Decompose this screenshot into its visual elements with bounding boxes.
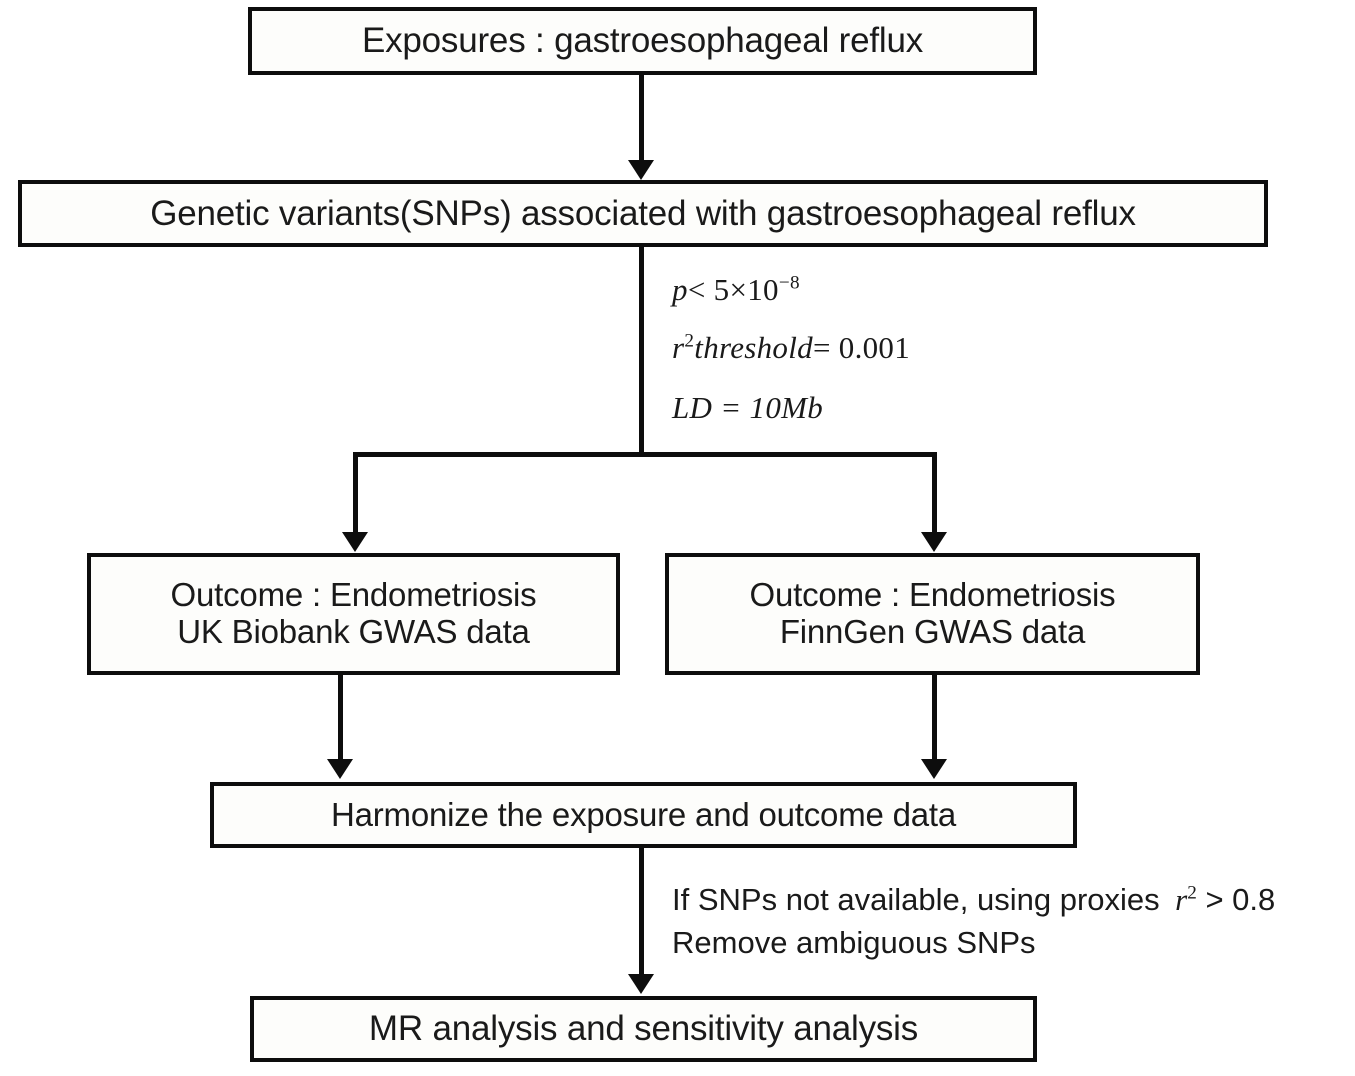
connector-harmonize-to-mr-arrowhead xyxy=(628,974,654,994)
connector-split-right-arrowhead xyxy=(921,532,947,552)
node-exposure-label: Exposures : gastroesophageal reflux xyxy=(361,21,924,61)
annotation-ld-text: LD = 10Mb xyxy=(672,390,824,425)
node-genetic-variants: Genetic variants(SNPs) associated with g… xyxy=(18,180,1268,247)
annotation-p-threshold: p< 5×10−8 xyxy=(672,272,800,308)
node-outcome-uk-biobank-line1: Outcome : Endometriosis xyxy=(170,576,537,614)
node-genetic-variants-label: Genetic variants(SNPs) associated with g… xyxy=(150,193,1136,233)
connector-split-left-line xyxy=(353,452,358,537)
node-outcome-finngen-line2: FinnGen GWAS data xyxy=(779,613,1086,650)
annotation-remove-ambiguous-text: Remove ambiguous SNPs xyxy=(672,925,1036,960)
annotation-remove-ambiguous: Remove ambiguous SNPs xyxy=(672,925,1036,961)
connector-split-right-line xyxy=(932,452,937,537)
annotation-proxies-text: If SNPs not available, using proxies xyxy=(672,882,1160,917)
connector-ukb-to-harmonize-arrowhead xyxy=(327,759,353,779)
annotation-proxies-var: r xyxy=(1175,882,1188,917)
annotation-proxies: If SNPs not available, using proxies r2 … xyxy=(672,882,1275,918)
connector-finngen-to-harmonize-arrowhead xyxy=(921,759,947,779)
connector-split-left-arrowhead xyxy=(342,532,368,552)
node-outcome-uk-biobank-line2: UK Biobank GWAS data xyxy=(177,613,530,650)
connector-exposure-to-snps-line xyxy=(639,75,644,163)
connector-ukb-to-harmonize-line xyxy=(338,675,343,762)
node-harmonize: Harmonize the exposure and outcome data xyxy=(210,782,1077,848)
annotation-ld: LD = 10Mb xyxy=(672,390,823,426)
node-mr-analysis-label: MR analysis and sensitivity analysis xyxy=(368,1009,919,1049)
annotation-proxies-relation: > 0.8 xyxy=(1205,882,1276,917)
annotation-r2-var: r xyxy=(672,330,685,365)
connector-snps-split-bar xyxy=(353,452,937,457)
connector-exposure-to-snps-arrowhead xyxy=(628,160,654,180)
annotation-r2-equals: = 0.001 xyxy=(812,330,911,365)
annotation-p-var: p xyxy=(672,272,688,307)
annotation-r2-exponent: 2 xyxy=(684,330,695,352)
node-outcome-finngen-line1: Outcome : Endometriosis xyxy=(749,576,1116,614)
node-harmonize-label: Harmonize the exposure and outcome data xyxy=(330,795,957,833)
annotation-proxies-exponent: 2 xyxy=(1187,882,1197,904)
annotation-p-relation: < 5 xyxy=(687,272,730,307)
connector-harmonize-to-mr-line xyxy=(639,848,644,978)
connector-finngen-to-harmonize-line xyxy=(932,675,937,762)
node-outcome-finngen: Outcome : Endometriosis FinnGen GWAS dat… xyxy=(665,553,1200,675)
node-mr-analysis: MR analysis and sensitivity analysis xyxy=(250,996,1037,1062)
connector-snps-stem xyxy=(639,247,644,455)
annotation-r2-threshold: r2threshold= 0.001 xyxy=(672,330,910,366)
node-exposure: Exposures : gastroesophageal reflux xyxy=(248,7,1037,75)
node-outcome-uk-biobank: Outcome : Endometriosis UK Biobank GWAS … xyxy=(87,553,620,675)
annotation-p-exponent: −8 xyxy=(778,272,800,294)
annotation-r2-name: threshold xyxy=(694,330,813,365)
annotation-p-times: ×10 xyxy=(729,272,779,307)
